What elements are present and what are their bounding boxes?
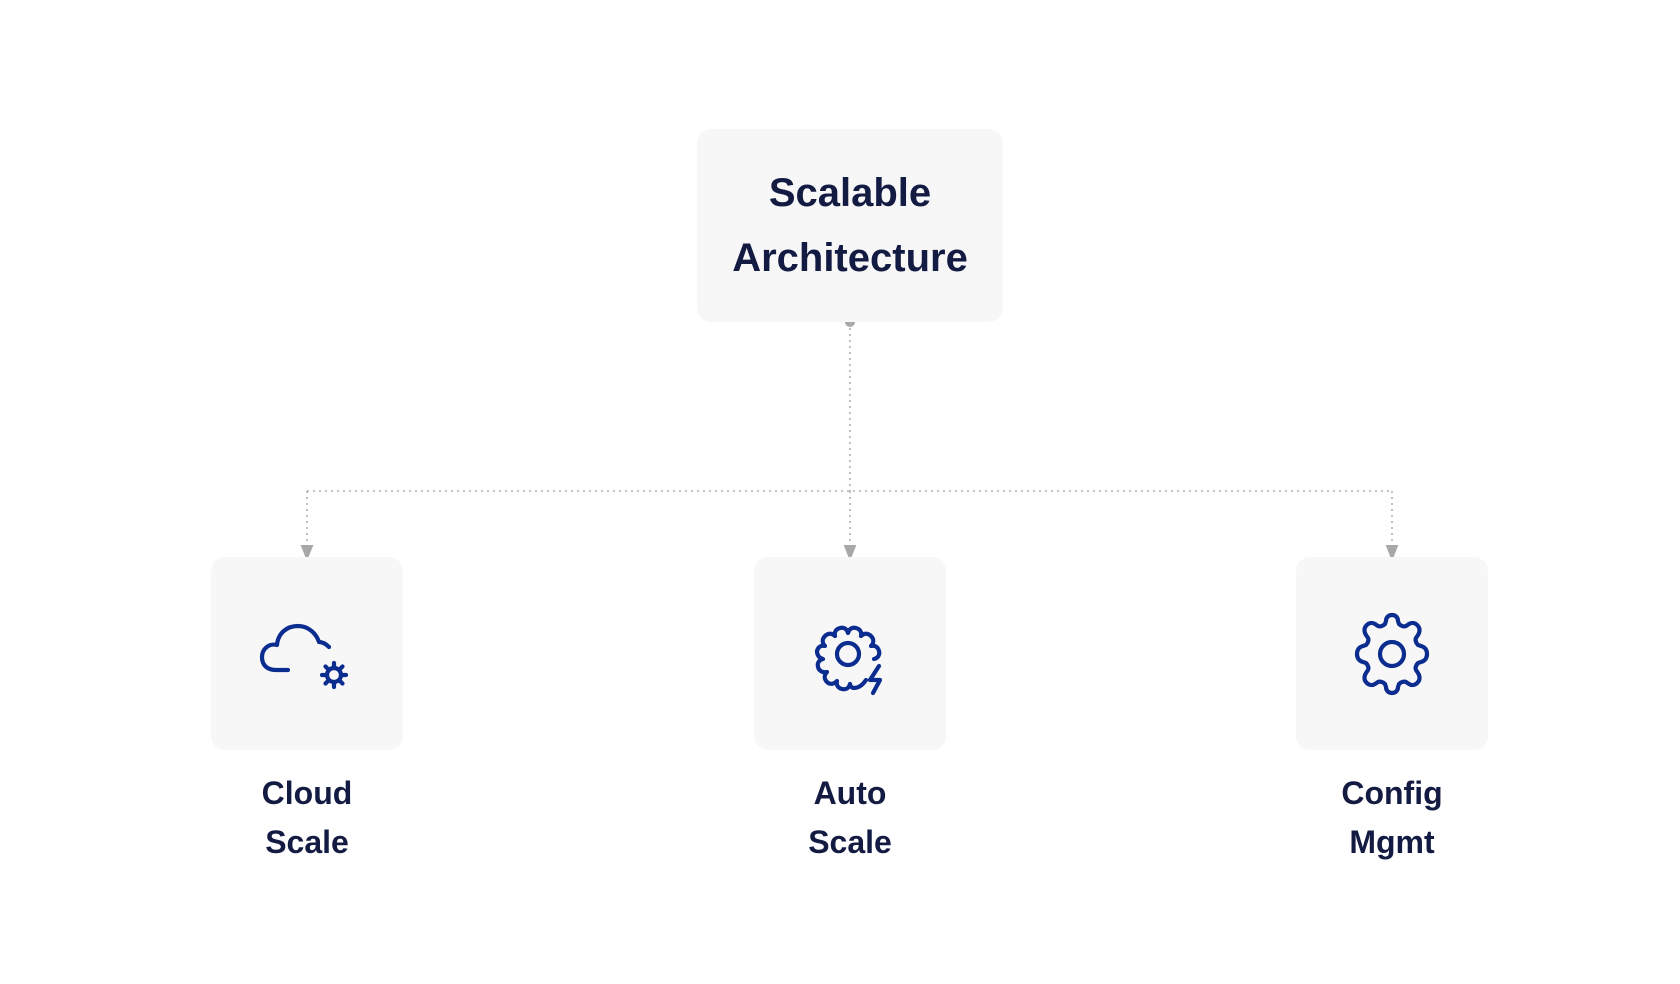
child-node-auto-scale	[754, 557, 946, 750]
child-node-cloud-scale	[211, 557, 403, 750]
child-label-auto-scale: Auto Scale	[750, 769, 950, 867]
cloud-gear-icon	[259, 623, 349, 689]
child-label-line1: Auto	[813, 775, 887, 811]
root-title: Scalable Architecture	[715, 161, 985, 291]
child-label-config-mgmt: Config Mgmt	[1292, 769, 1492, 867]
root-title-line2: Architecture	[732, 235, 968, 280]
child-label-line1: Cloud	[261, 775, 353, 811]
child-label-line2: Mgmt	[1349, 824, 1435, 860]
child-label-line2: Scale	[265, 824, 349, 860]
gear-lightning-icon	[814, 625, 883, 695]
child-label-line1: Config	[1341, 775, 1443, 811]
root-title-line1: Scalable	[768, 170, 932, 215]
child-label-cloud-scale: Cloud Scale	[207, 769, 407, 867]
root-node: Scalable Architecture	[697, 129, 1003, 322]
child-node-config-mgmt	[1296, 557, 1488, 750]
child-label-line2: Scale	[808, 824, 892, 860]
gear-icon	[1354, 612, 1430, 695]
